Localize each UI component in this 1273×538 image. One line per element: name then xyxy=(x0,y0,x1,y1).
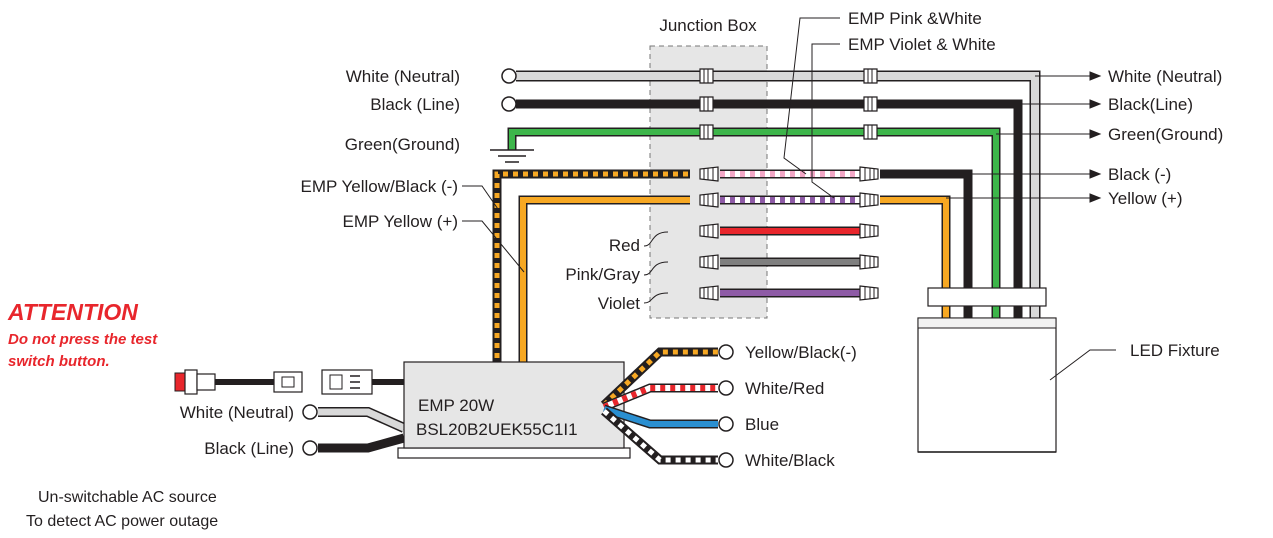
violet-white-leader xyxy=(811,43,840,199)
pink-gray-wire-label: Pink/Gray xyxy=(565,265,640,284)
black-line-terminal xyxy=(501,96,517,112)
fixture-leader xyxy=(1049,349,1116,381)
output-black-neg-label: Black (-) xyxy=(1108,165,1171,184)
out-white-red-terminal xyxy=(718,380,734,396)
ac-black-line-label: Black (Line) xyxy=(204,439,294,458)
output-white-neutral-label: White (Neutral) xyxy=(1108,67,1222,86)
out-white-black-terminal xyxy=(718,452,734,468)
emp-part-number: BSL20B2UEK55C1I1 xyxy=(416,420,578,439)
led-fixture xyxy=(917,287,1057,453)
output-green-ground-label: Green(Ground) xyxy=(1108,125,1223,144)
led-fixture-label: LED Fixture xyxy=(1130,341,1220,360)
ac-white-neutral-label: White (Neutral) xyxy=(180,403,294,422)
ac-black-line-terminal xyxy=(302,440,318,456)
emp-yellow-leader xyxy=(462,220,525,273)
output-yellow-pos-label: Yellow (+) xyxy=(1108,189,1183,208)
out-white-black-label: White/Black xyxy=(745,451,835,470)
junction-box-title: Junction Box xyxy=(659,16,757,35)
ac-detect-note: To detect AC power outage xyxy=(26,513,218,530)
ac-black-line-wire xyxy=(318,433,406,453)
red-wire-label: Red xyxy=(609,236,640,255)
ac-source-note: Un-switchable AC source xyxy=(38,489,217,506)
output-black-line-label: Black(Line) xyxy=(1108,95,1193,114)
emp-device xyxy=(397,361,631,459)
out-blue-label: Blue xyxy=(745,415,779,434)
junction-leaders xyxy=(643,231,669,304)
ac-white-neutral-terminal xyxy=(302,404,318,420)
emp-model-label: EMP 20W xyxy=(418,396,494,415)
attention-line-1: Do not press the test xyxy=(8,331,158,348)
emp-yellow-black-label: EMP Yellow/Black (-) xyxy=(301,177,458,196)
ground-symbol xyxy=(490,149,534,163)
output-arrows xyxy=(946,71,1102,203)
out-white-red-label: White/Red xyxy=(745,379,824,398)
connector-socket xyxy=(321,369,373,395)
out-blue-terminal xyxy=(718,416,734,432)
emp-yellow-black-leader xyxy=(462,185,501,213)
out-yellow-black-label: Yellow/Black(-) xyxy=(745,343,857,362)
attention-line-2: switch button. xyxy=(8,353,110,370)
attention-title: ATTENTION xyxy=(7,299,138,325)
input-black-line-label: Black (Line) xyxy=(370,95,460,114)
input-white-neutral-label: White (Neutral) xyxy=(346,67,460,86)
out-yellow-black-wire xyxy=(600,347,718,409)
test-switch xyxy=(174,369,216,395)
emp-pink-white-label: EMP Pink &White xyxy=(848,9,982,28)
emp-yellow-label: EMP Yellow (+) xyxy=(343,212,458,231)
white-neutral-terminal xyxy=(501,68,517,84)
input-green-ground-label: Green(Ground) xyxy=(345,135,460,154)
emp-violet-white-label: EMP Violet & White xyxy=(848,35,996,54)
pink-white-leader xyxy=(783,17,840,175)
connector-plug xyxy=(273,371,303,393)
violet-wire-label: Violet xyxy=(598,294,640,313)
junction-box xyxy=(649,45,768,319)
out-yellow-black-terminal xyxy=(718,344,734,360)
